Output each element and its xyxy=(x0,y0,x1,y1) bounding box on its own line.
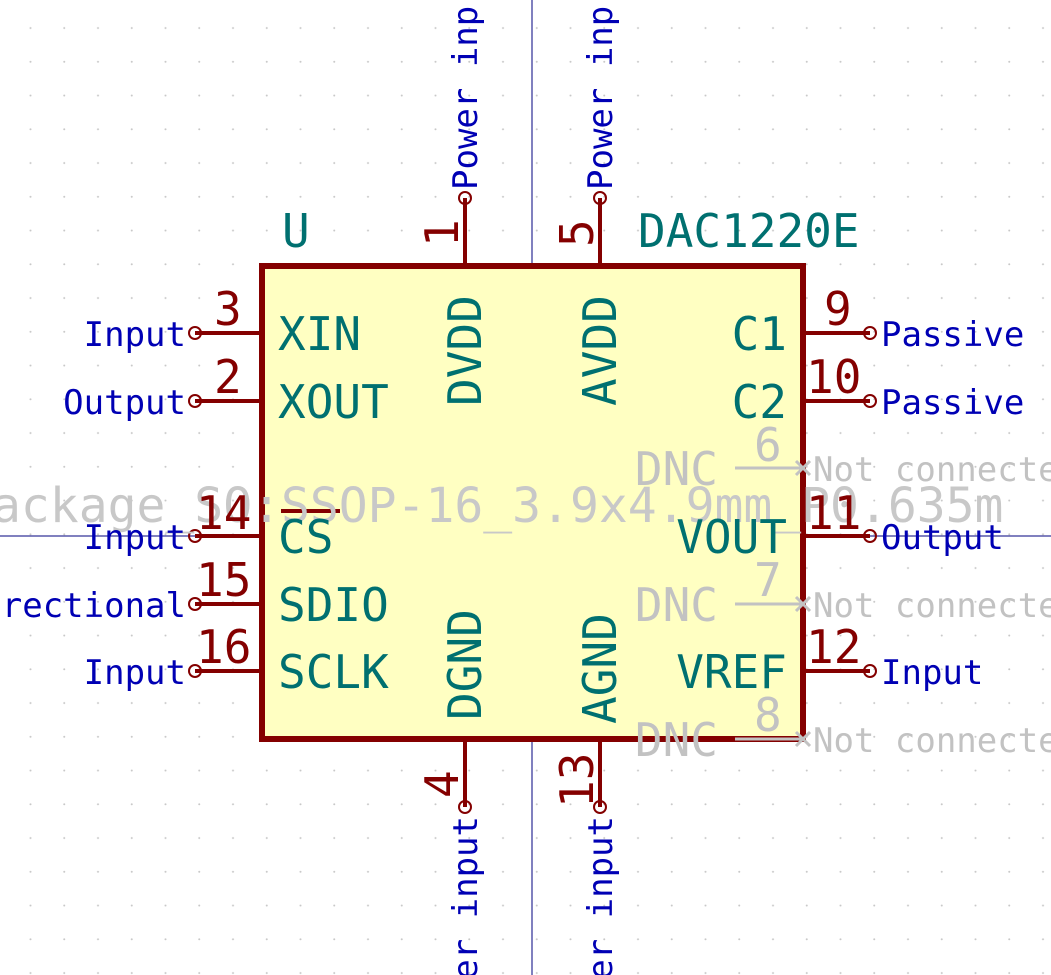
pin-type: Passive xyxy=(881,383,1024,423)
pin-type: irectional xyxy=(0,586,186,626)
pin-name: DVDD xyxy=(438,295,492,406)
pin-number: 15 xyxy=(196,553,251,607)
pin-number: 8 xyxy=(754,688,782,742)
pin-name: VOUT xyxy=(676,510,787,564)
nc-marker-7 xyxy=(794,595,812,613)
pin-name: DNC xyxy=(635,713,718,767)
pin-name: C1 xyxy=(732,307,787,361)
pin-name: DNC xyxy=(635,442,718,496)
pin-type: Not connecte xyxy=(813,586,1051,626)
pin-type: Input xyxy=(881,653,983,693)
pin-end-1[interactable] xyxy=(458,191,472,205)
pin-type: Input xyxy=(84,653,186,693)
pin-number: 10 xyxy=(806,350,861,404)
pin-end-3[interactable] xyxy=(188,326,202,340)
symbol-body[interactable] xyxy=(259,263,806,742)
pin-end-14[interactable] xyxy=(188,529,202,543)
pin-end-15[interactable] xyxy=(188,597,202,611)
pin-number: 1 xyxy=(415,219,469,247)
pin-end-12[interactable] xyxy=(863,664,877,678)
pin-number: 6 xyxy=(754,418,782,472)
pin-end-9[interactable] xyxy=(863,326,877,340)
pin-end-5[interactable] xyxy=(593,191,607,205)
pin-type: Input xyxy=(84,315,186,355)
pin-number: 5 xyxy=(550,219,604,247)
pin-name: SCLK xyxy=(278,645,389,699)
pin-name: XOUT xyxy=(278,375,389,429)
pin-number: 9 xyxy=(824,282,852,336)
pin-number: 11 xyxy=(806,486,861,540)
pin-end-4[interactable] xyxy=(458,800,472,814)
pin-end-11[interactable] xyxy=(863,529,877,543)
pin-type: Passive xyxy=(881,315,1024,355)
pin-number: 12 xyxy=(806,620,861,674)
pin-name: AVDD xyxy=(573,295,627,406)
pin-end-2[interactable] xyxy=(188,394,202,408)
pin-type: ver input xyxy=(581,816,621,975)
pin-name: CS xyxy=(278,510,333,564)
pin-type: Not connecte xyxy=(813,450,1051,490)
pin-type: Input xyxy=(84,518,186,558)
pin-number: 2 xyxy=(214,350,242,404)
nc-marker-8 xyxy=(794,730,812,748)
pin-number: 13 xyxy=(550,753,604,808)
pin-type: ver input xyxy=(446,816,486,975)
pin-number: 14 xyxy=(196,486,251,540)
pin-name: DNC xyxy=(635,578,718,632)
pin-type: Power inp xyxy=(446,6,486,190)
pin-end-13[interactable] xyxy=(593,800,607,814)
pin-end-10[interactable] xyxy=(863,394,877,408)
pin-name: XIN xyxy=(278,307,361,361)
nc-marker-6 xyxy=(794,459,812,477)
pin-number: 3 xyxy=(214,282,242,336)
reference-designator[interactable]: U xyxy=(282,204,310,258)
pin-type: Power inp xyxy=(581,6,621,190)
value-field[interactable]: DAC1220E xyxy=(638,204,860,258)
pin-name: C2 xyxy=(732,375,787,429)
pin-end-16[interactable] xyxy=(188,664,202,678)
pin-type: Output xyxy=(881,518,1004,558)
pin-number: 7 xyxy=(754,553,782,607)
pin-type: Output xyxy=(63,383,186,423)
pin-name: DGND xyxy=(438,609,492,720)
pin-name: AGND xyxy=(573,613,627,724)
pin-name: VREF xyxy=(676,645,787,699)
pin-name: SDIO xyxy=(278,578,389,632)
pin-number: 16 xyxy=(196,620,251,674)
footprint-field[interactable]: ackage_SO:SSOP-16_3.9x4.9mm_P0.635m xyxy=(0,478,1003,534)
pin-type: Not connecte xyxy=(813,721,1051,761)
pin-number: 4 xyxy=(415,770,469,798)
